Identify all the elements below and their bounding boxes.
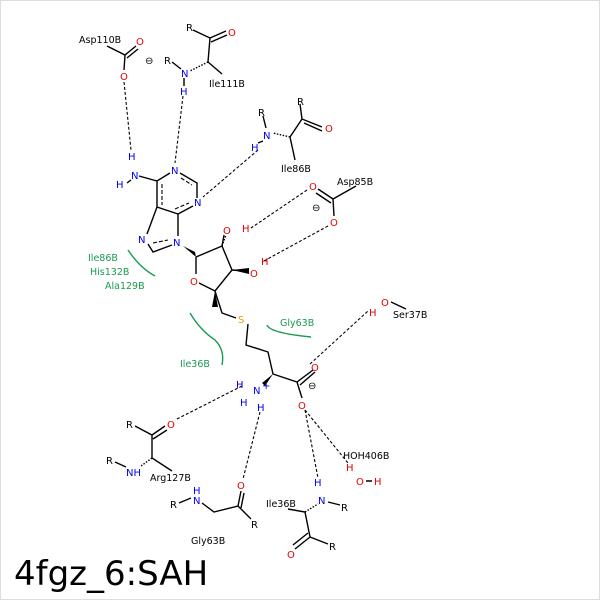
atom-o: O: [167, 420, 175, 431]
charge-minus: ⊖: [145, 56, 153, 67]
atom-r: R: [251, 520, 258, 531]
atom-o: O: [356, 477, 364, 488]
atom-r: R: [341, 503, 348, 514]
atom-h: H: [180, 87, 188, 98]
hydrophobic-label-his132b: His132B: [90, 267, 129, 278]
atom-r: R: [297, 97, 304, 108]
hydrogen-bonds: [123, 81, 369, 480]
atom-nh: NH: [126, 468, 141, 479]
atom-n: N: [131, 171, 138, 182]
residue-label-hoh406b: HOH406B: [343, 451, 389, 462]
atom-o: O: [228, 28, 236, 39]
atom-r: R: [164, 56, 171, 67]
atom-o: O: [325, 124, 333, 135]
atom-o: O: [330, 218, 338, 229]
atom-h: H: [374, 477, 382, 488]
residue-label-ser37b: Ser37B: [393, 310, 427, 321]
atom-n: N: [173, 238, 180, 249]
hydrophobic-label-ile36b: Ile36B: [180, 359, 210, 370]
atom-r: R: [186, 23, 193, 34]
atom-o: O: [250, 269, 258, 280]
residue-label-asp110b: Asp110B: [79, 35, 121, 46]
atom-r: R: [106, 456, 113, 467]
atom-o: O: [223, 226, 231, 237]
atom-h: H: [242, 224, 250, 235]
atom-o: O: [136, 37, 144, 48]
atom-o: O: [298, 401, 306, 412]
atom-n-plus: N: [253, 386, 260, 397]
atom-n: N: [193, 496, 200, 507]
atom-labels: O O ⊖ R O R N H R O R N H H N H N N N N …: [106, 23, 389, 561]
atom-n: N: [263, 131, 270, 142]
atom-o: O: [190, 277, 198, 288]
hydrophobic-labels: Ile86B His132B Ala129B Gly63B Ile36B: [88, 253, 314, 370]
residue-label-ile86b: Ile86B: [281, 164, 311, 175]
diagram-title: 4fgz_6:SAH: [14, 554, 208, 594]
residue-labels: Asp110B Ile111B Ile86B Asp85B Ser37B Arg…: [79, 35, 427, 547]
atom-r: R: [170, 500, 177, 511]
hydrophobic-contacts: [127, 249, 312, 366]
hydrophobic-label-gly63b: Gly63B: [280, 318, 314, 329]
charge-minus: ⊖: [308, 381, 316, 392]
residue-label-asp85b: Asp85B: [337, 177, 373, 188]
atom-h: H: [116, 180, 124, 191]
atom-o: O: [311, 363, 319, 374]
atom-o: O: [237, 481, 245, 492]
atom-n: N: [194, 198, 201, 209]
atom-o: O: [287, 550, 295, 561]
atom-h: H: [193, 486, 201, 497]
charge-plus: +: [262, 381, 270, 392]
residue-label-gly63b: Gly63B: [191, 536, 225, 547]
atom-o: O: [381, 298, 389, 309]
residue-label-ile111b: Ile111B: [209, 79, 245, 90]
atom-h: H: [236, 380, 244, 391]
atom-n: N: [181, 69, 188, 80]
atom-h: H: [369, 308, 377, 319]
atom-s: S: [238, 315, 244, 326]
atom-r: R: [126, 420, 133, 431]
atom-n: N: [171, 166, 178, 177]
atom-h: H: [346, 463, 354, 474]
hydrophobic-label-ala129b: Ala129B: [105, 281, 145, 292]
atom-h: H: [257, 403, 265, 414]
atom-h: H: [128, 152, 136, 163]
atom-h: H: [251, 143, 259, 154]
atom-o: O: [309, 182, 317, 193]
residue-label-arg127b: Arg127B: [150, 473, 191, 484]
atom-r: R: [329, 542, 336, 553]
atom-n: N: [138, 235, 145, 246]
atom-n: N: [318, 496, 325, 507]
atom-h: H: [261, 257, 269, 268]
atom-h: H: [240, 398, 248, 409]
bonds: [106, 29, 407, 550]
charge-minus: ⊖: [312, 203, 320, 214]
atom-h: H: [314, 478, 322, 489]
atom-r: R: [258, 108, 265, 119]
atom-o: O: [120, 72, 128, 83]
residue-label-ile36b: Ile36B: [266, 499, 296, 510]
hydrophobic-label-ile86b: Ile86B: [88, 253, 118, 264]
